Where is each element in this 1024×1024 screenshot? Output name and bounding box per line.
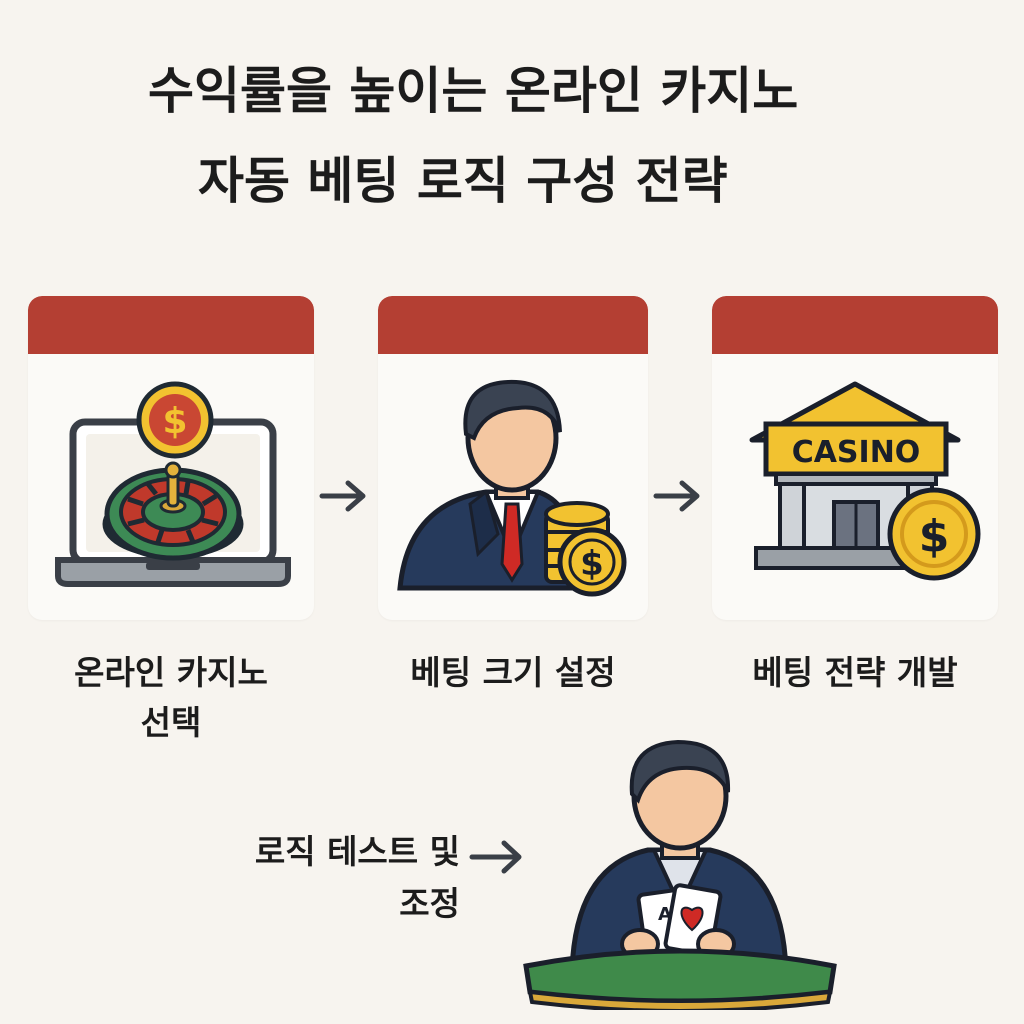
title-line-2: 자동 베팅 로직 구성 전략: [198, 152, 728, 210]
arrow-right-icon: [469, 840, 522, 874]
step-card-bet-size: $: [378, 296, 648, 620]
casino-building-icon: CASINO $: [749, 381, 981, 581]
casino-sign-text: CASINO: [792, 435, 921, 470]
step-label-strategy: 베팅 전략 개발: [752, 653, 958, 692]
dollar-coin-icon: $: [557, 527, 627, 597]
businessman-coins-icon: $: [397, 379, 627, 597]
dollar-coin-icon: $: [136, 381, 214, 459]
card-player-icon: A: [523, 739, 837, 1010]
title-line-1: 수익률을 높이는 온라인 카지노: [148, 62, 799, 120]
step-label-line: 온라인 카지노: [74, 653, 268, 692]
step-card-online-casino: $: [28, 296, 314, 620]
card-header-bar: [378, 296, 648, 354]
step-label-bet-size: 베팅 크기 설정: [410, 653, 616, 692]
dollar-coin-icon: $: [887, 487, 981, 581]
card-header-bar: [28, 296, 314, 354]
svg-text:$: $: [162, 401, 187, 442]
svg-text:$: $: [580, 544, 604, 584]
laptop-roulette-icon: $: [55, 381, 291, 587]
step-label-line: 로직 테스트 및: [254, 832, 460, 871]
arrow-right-icon: [319, 480, 366, 512]
arrow-right-icon: [653, 480, 700, 512]
svg-text:$: $: [919, 511, 950, 562]
step-label-line: 선택: [140, 703, 202, 742]
step-label-line: 조정: [399, 884, 460, 923]
step-label-logic-test: 로직 테스트 및 조정: [160, 826, 460, 930]
step-card-strategy: CASINO $: [712, 296, 998, 620]
card-header-bar: [712, 296, 998, 354]
step-label-online-casino: 온라인 카지노 선택: [28, 648, 314, 748]
